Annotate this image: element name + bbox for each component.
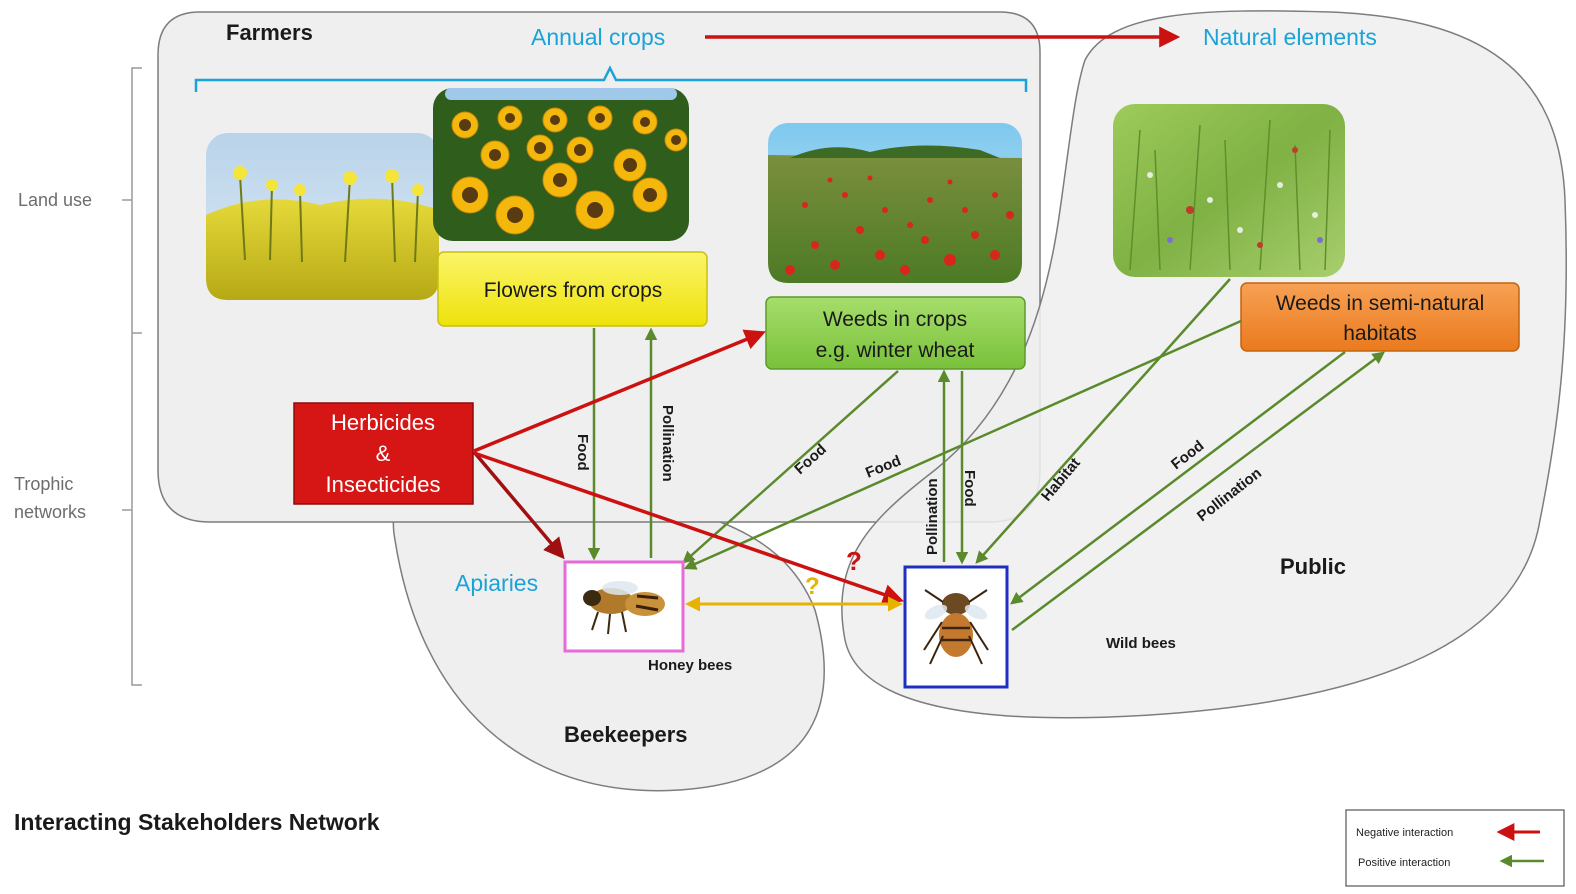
meadow-photo [1113, 104, 1345, 277]
question-red: ? [846, 546, 862, 576]
negative-arrows [472, 329, 904, 605]
poppy-field-photo [768, 123, 1022, 283]
pollination-label-2: Pollination [924, 478, 941, 555]
legend-positive-label: Positive interaction [1358, 857, 1450, 869]
herbicides-box: Herbicides & Insecticides [293, 402, 474, 505]
honey-bee-frame [563, 560, 685, 653]
weeds-food-honeybee-arrow [682, 370, 899, 564]
annual-crops-title: Annual crops [531, 24, 665, 50]
semi-food-honeybee-arrow [683, 319, 1242, 570]
flowers-from-crops-box: Flowers from crops [437, 251, 708, 327]
weeds-in-crops-line2: e.g. winter wheat [816, 339, 975, 362]
pollination-label-1: Pollination [659, 405, 676, 482]
food-label-4: Food [961, 470, 978, 507]
weeds-semi-line2: habitats [1343, 322, 1417, 345]
herbicide-weeds-arrow [473, 329, 766, 453]
land-use-label: Land use [18, 190, 92, 210]
public-title: Public [1280, 554, 1346, 579]
positive-arrows [587, 278, 1386, 632]
weeds-semi-natural-box: Weeds in semi-natural habitats [1240, 282, 1520, 352]
weeds-semi-line1: Weeds in semi-natural [1276, 292, 1485, 315]
annual-crops-bracket [194, 65, 1028, 92]
network-title: Interacting Stakeholders Network [14, 809, 380, 835]
question-yellow: ? [805, 573, 820, 600]
legend: Negative interaction Positive interactio… [1345, 809, 1565, 887]
apiaries-title: Apiaries [455, 570, 538, 596]
herbicides-line2: & [376, 441, 391, 466]
honey-bees-label: Honey bees [648, 657, 732, 674]
herbicide-wildbee-arrow [473, 451, 904, 605]
honey-bee-icon [583, 581, 665, 635]
herbicides-line1: Herbicides [331, 410, 435, 435]
farmers-title: Farmers [226, 20, 313, 45]
flowers-from-crops-label: Flowers from crops [484, 279, 663, 302]
herbicides-line3: Insecticides [326, 472, 441, 497]
wild-bee-icon [923, 589, 989, 665]
trophic-label-line2: networks [14, 502, 86, 522]
beekeepers-title: Beekeepers [564, 722, 688, 747]
trophic-label-line1: Trophic [14, 474, 73, 494]
meadow-habitat-arrow [975, 278, 1231, 564]
semi-food-wildbee-arrow [1010, 351, 1346, 605]
weeds-in-crops-box: Weeds in crops e.g. winter wheat [765, 296, 1026, 370]
legend-negative-label: Negative interaction [1356, 827, 1453, 839]
public-region [841, 10, 1568, 719]
side-bracket [131, 67, 142, 686]
rapeseed-photo [206, 133, 439, 300]
natural-elements-title: Natural elements [1203, 24, 1377, 50]
food-label-1: Food [574, 434, 591, 471]
wildbee-pollination-semi-arrow [1011, 351, 1386, 632]
wild-bees-label: Wild bees [1106, 635, 1176, 652]
wild-bee-frame [903, 565, 1009, 689]
weeds-in-crops-line1: Weeds in crops [823, 308, 967, 331]
sunflower-photo [433, 88, 689, 241]
herbicide-honeybee-arrow [472, 450, 565, 560]
